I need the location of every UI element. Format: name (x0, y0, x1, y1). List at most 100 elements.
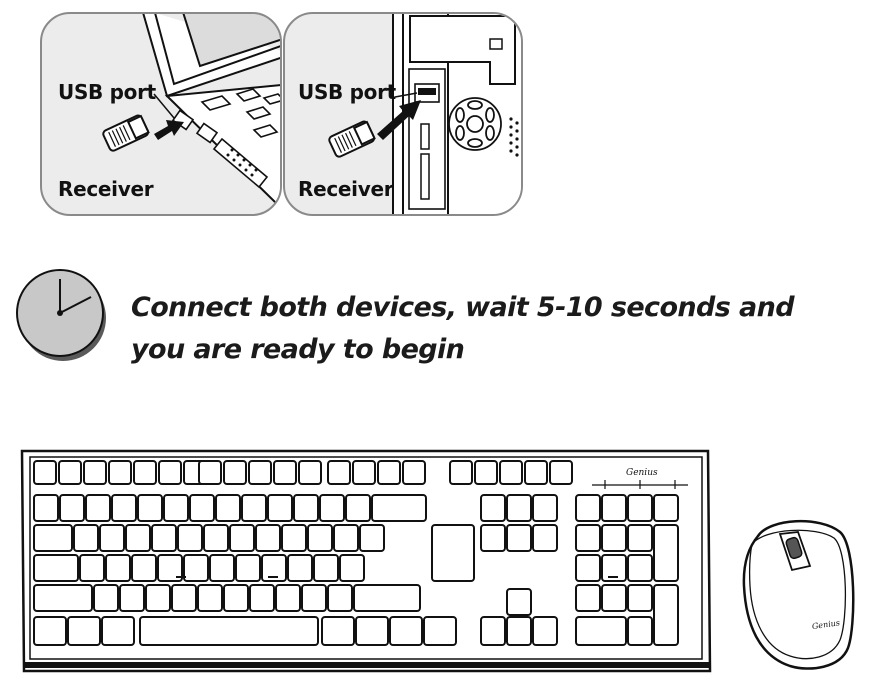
keyboard-key (402, 460, 426, 485)
keyboard-key (575, 616, 627, 646)
usb-port-label: USB port (58, 80, 156, 104)
keyboard-key (105, 554, 131, 582)
keyboard-brand-logo: Genius (626, 468, 658, 478)
receiver-label: Receiver (58, 177, 154, 201)
keyboard-key (287, 554, 313, 582)
keyboard-key (532, 616, 558, 646)
keyboard-key (145, 584, 171, 612)
keyboard-key (267, 494, 293, 522)
keyboard-key (93, 584, 119, 612)
keyboard-key (73, 524, 99, 552)
keyboard-key (449, 460, 473, 485)
keyboard-key (313, 554, 339, 582)
keyboard-key (249, 584, 275, 612)
keyboard-key (307, 524, 333, 552)
keyboard-key (229, 524, 255, 552)
keyboard-key (371, 494, 427, 522)
keyboard-key (327, 460, 351, 485)
desktop-usb-illustration: USB port Receiver (283, 12, 523, 216)
keyboard-key (301, 584, 327, 612)
keyboard-key (209, 554, 235, 582)
keyboard-key (601, 554, 627, 582)
keyboard-key (532, 524, 558, 552)
keyboard-key (575, 554, 601, 582)
keyboard-key (506, 494, 532, 522)
keyboard-key (79, 554, 105, 582)
keyboard-key (423, 616, 457, 646)
keyboard-key (33, 494, 59, 522)
keyboard-key (355, 616, 389, 646)
keyboard-key (627, 524, 653, 552)
desktop-drawing (328, 14, 521, 214)
keyboard-key (119, 584, 145, 612)
keyboard-key (575, 524, 601, 552)
keyboard-key (506, 616, 532, 646)
keyboard-key (197, 584, 223, 612)
keyboard-key (627, 554, 653, 582)
keyboard-key (163, 494, 189, 522)
mouse-illustration: Genius (742, 520, 855, 670)
keyboard-key (353, 584, 421, 612)
keyboard-key (601, 584, 627, 612)
keyboard-key (261, 554, 287, 582)
keyboard-key (319, 494, 345, 522)
keyboard-key (506, 524, 532, 552)
keyboard-key (273, 460, 297, 485)
keyboard-key (601, 524, 627, 552)
laptop-usb-illustration: USB port Receiver (40, 12, 282, 216)
keyboard-key (627, 584, 653, 612)
keyboard-key (215, 494, 241, 522)
keyboard-key (33, 554, 79, 582)
keyboard-key (275, 584, 301, 612)
keyboard-key (99, 524, 125, 552)
keyboard-key (67, 616, 101, 646)
keyboard-key (125, 524, 151, 552)
usb-port-label: USB port (298, 80, 396, 104)
keyboard-key (203, 524, 229, 552)
keyboard-key (85, 494, 111, 522)
keyboard-key (111, 494, 137, 522)
keyboard-key (157, 554, 183, 582)
keyboard-key (189, 494, 215, 522)
keyboard-key (177, 524, 203, 552)
keyboard-key (151, 524, 177, 552)
keyboard-key (474, 460, 498, 485)
keyboard-key (255, 524, 281, 552)
keyboard-key (627, 616, 653, 646)
keyboard-key (171, 584, 197, 612)
keyboard-key (58, 460, 82, 485)
keyboard-key (241, 494, 267, 522)
clock-icon (16, 269, 106, 361)
keyboard-key (139, 616, 319, 646)
keyboard-key (333, 524, 359, 552)
keyboard-key (108, 460, 132, 485)
keyboard-key (575, 494, 601, 522)
laptop-drawing (102, 14, 280, 206)
keyboard-key (480, 524, 506, 552)
keyboard-key (499, 460, 523, 485)
keyboard-key (480, 494, 506, 522)
keyboard-key (431, 524, 475, 582)
keyboard-key (33, 616, 67, 646)
keyboard-key (653, 584, 679, 646)
keyboard-key (198, 460, 222, 485)
keyboard-key (298, 460, 322, 485)
keyboard-key (223, 584, 249, 612)
keyboard-key (480, 616, 506, 646)
keyboard-illustration: Genius (20, 449, 712, 673)
keyboard-key (653, 494, 679, 522)
keyboard-key (223, 460, 247, 485)
keyboard-key (653, 524, 679, 582)
keyboard-key (524, 460, 548, 485)
keyboard-key (389, 616, 423, 646)
keyboard-key (601, 494, 627, 522)
keyboard-key (83, 460, 107, 485)
keyboard-key (235, 554, 261, 582)
keyboard-key (359, 524, 385, 552)
receiver-label: Receiver (298, 177, 394, 201)
keyboard-key (137, 494, 163, 522)
keyboard-key (33, 524, 73, 552)
keyboard-key (133, 460, 157, 485)
keyboard-key (321, 616, 355, 646)
keyboard-key (506, 588, 532, 616)
